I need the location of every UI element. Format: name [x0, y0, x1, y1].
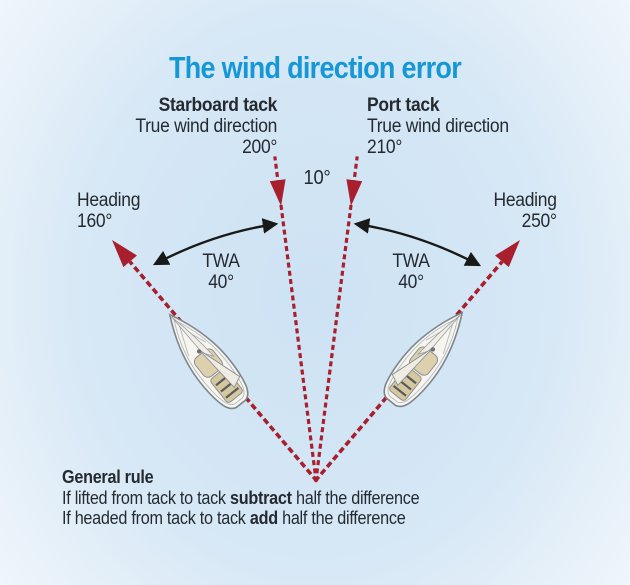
- course-lines: [128, 156, 504, 483]
- wind-line-port: [314, 156, 359, 482]
- rule1-keyword: subtract: [230, 487, 292, 508]
- rule1-prefix: If lifted from tack to tack: [62, 487, 231, 508]
- starboard-tack-label-block: Starboard tack True wind direction 200°: [135, 95, 277, 158]
- heading-left-label: Heading: [77, 190, 141, 211]
- starboard-wind-value: 200°: [241, 137, 277, 158]
- heading-arrow-left: [112, 240, 137, 268]
- twa-right-label: TWA: [392, 251, 430, 272]
- twa-arc-left: [152, 218, 279, 266]
- rule2-prefix: If headed from tack to tack: [62, 508, 250, 528]
- port-tack-label: Port tack: [367, 95, 440, 116]
- general-rule-line2: If headed from tack to tack add half the…: [62, 508, 419, 529]
- rule2-keyword: add: [249, 508, 278, 528]
- twa-left-block: TWA 40°: [175, 251, 267, 293]
- sailboat-port-tack: [375, 300, 478, 415]
- wind-arrow-starboard: [269, 179, 286, 206]
- twa-left-value: 40°: [208, 272, 234, 293]
- heading-right-label: Heading: [493, 190, 557, 211]
- general-rule-line1: If lifted from tack to tack subtract hal…: [62, 487, 420, 509]
- wind-line-starboard: [273, 156, 318, 482]
- twa-arc-right: [353, 218, 482, 267]
- heading-right-value: 250°: [521, 211, 557, 232]
- heading-left-block: Heading 160°: [77, 190, 140, 232]
- general-rule-heading: General rule: [62, 467, 154, 487]
- sailboat-starboard-tack: [154, 302, 257, 417]
- port-tack-label-block: Port tack True wind direction 210°: [367, 95, 509, 158]
- rule2-suffix: half the difference: [277, 508, 406, 528]
- heading-left-value: 160°: [77, 211, 113, 232]
- port-wind-label: True wind direction: [367, 116, 509, 137]
- diagram-title: The wind direction error: [169, 50, 462, 85]
- twa-right-value: 40°: [398, 272, 424, 293]
- heading-arrow-right: [495, 240, 520, 268]
- rule1-suffix: half the difference: [291, 487, 420, 508]
- heading-right-block: Heading 250°: [494, 190, 557, 232]
- twa-right-block: TWA 40°: [365, 251, 457, 293]
- port-wind-value: 210°: [367, 137, 403, 158]
- wind-arrow-port: [346, 179, 363, 206]
- starboard-tack-label: Starboard tack: [158, 95, 277, 116]
- general-rule-block: General rule If lifted from tack to tack…: [62, 467, 420, 529]
- starboard-wind-label: True wind direction: [135, 116, 277, 137]
- twa-left-label: TWA: [202, 251, 240, 272]
- wind-difference-angle-label: 10°: [303, 167, 331, 189]
